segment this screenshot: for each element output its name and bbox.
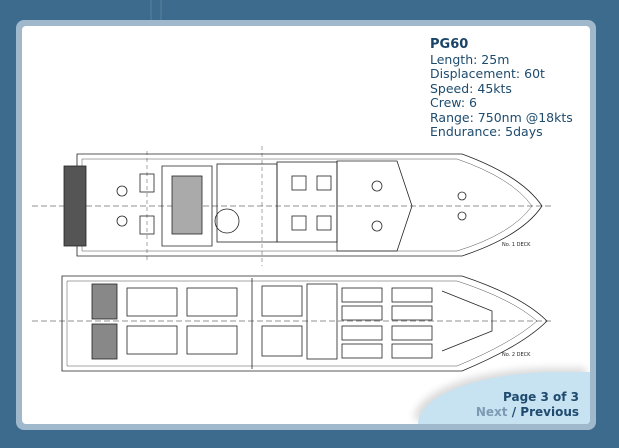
background-line xyxy=(150,0,152,20)
pagination-separator: / xyxy=(511,405,517,419)
next-link[interactable]: Next xyxy=(475,405,508,419)
spec-length: Length: 25m xyxy=(430,51,510,67)
vessel-specs: PG60 Length: 25m Displacement: 60t Speed… xyxy=(430,37,573,140)
page-indicator: Page 3 of 3 xyxy=(503,390,579,404)
deck-2-label: No. 2 DECK xyxy=(502,352,531,358)
deck-1-plan: No. 1 DECK xyxy=(32,146,552,266)
vessel-name: PG60 xyxy=(430,37,469,52)
ship-deck-plan-drawing: No. 1 DECK No. 2 DECK xyxy=(32,146,552,372)
content-panel: No. 1 DECK No. 2 DECK PG60 Length: 25m D… xyxy=(22,26,590,424)
previous-link[interactable]: Previous xyxy=(520,405,579,419)
pagination: Page 3 of 3 Next / Previous xyxy=(476,390,579,420)
deck-1-label: No. 1 DECK xyxy=(502,242,531,248)
spec-crew: Crew: 6 xyxy=(430,95,477,110)
spec-range: Range: 750nm @18kts xyxy=(430,109,573,125)
spec-speed: Speed: 45kts xyxy=(430,80,512,96)
deck-2-plan: No. 2 DECK xyxy=(32,275,552,372)
spec-displacement: Displacement: 60t xyxy=(430,66,545,81)
background-line xyxy=(160,0,162,20)
spec-endurance: Endurance: 5days xyxy=(430,124,543,139)
